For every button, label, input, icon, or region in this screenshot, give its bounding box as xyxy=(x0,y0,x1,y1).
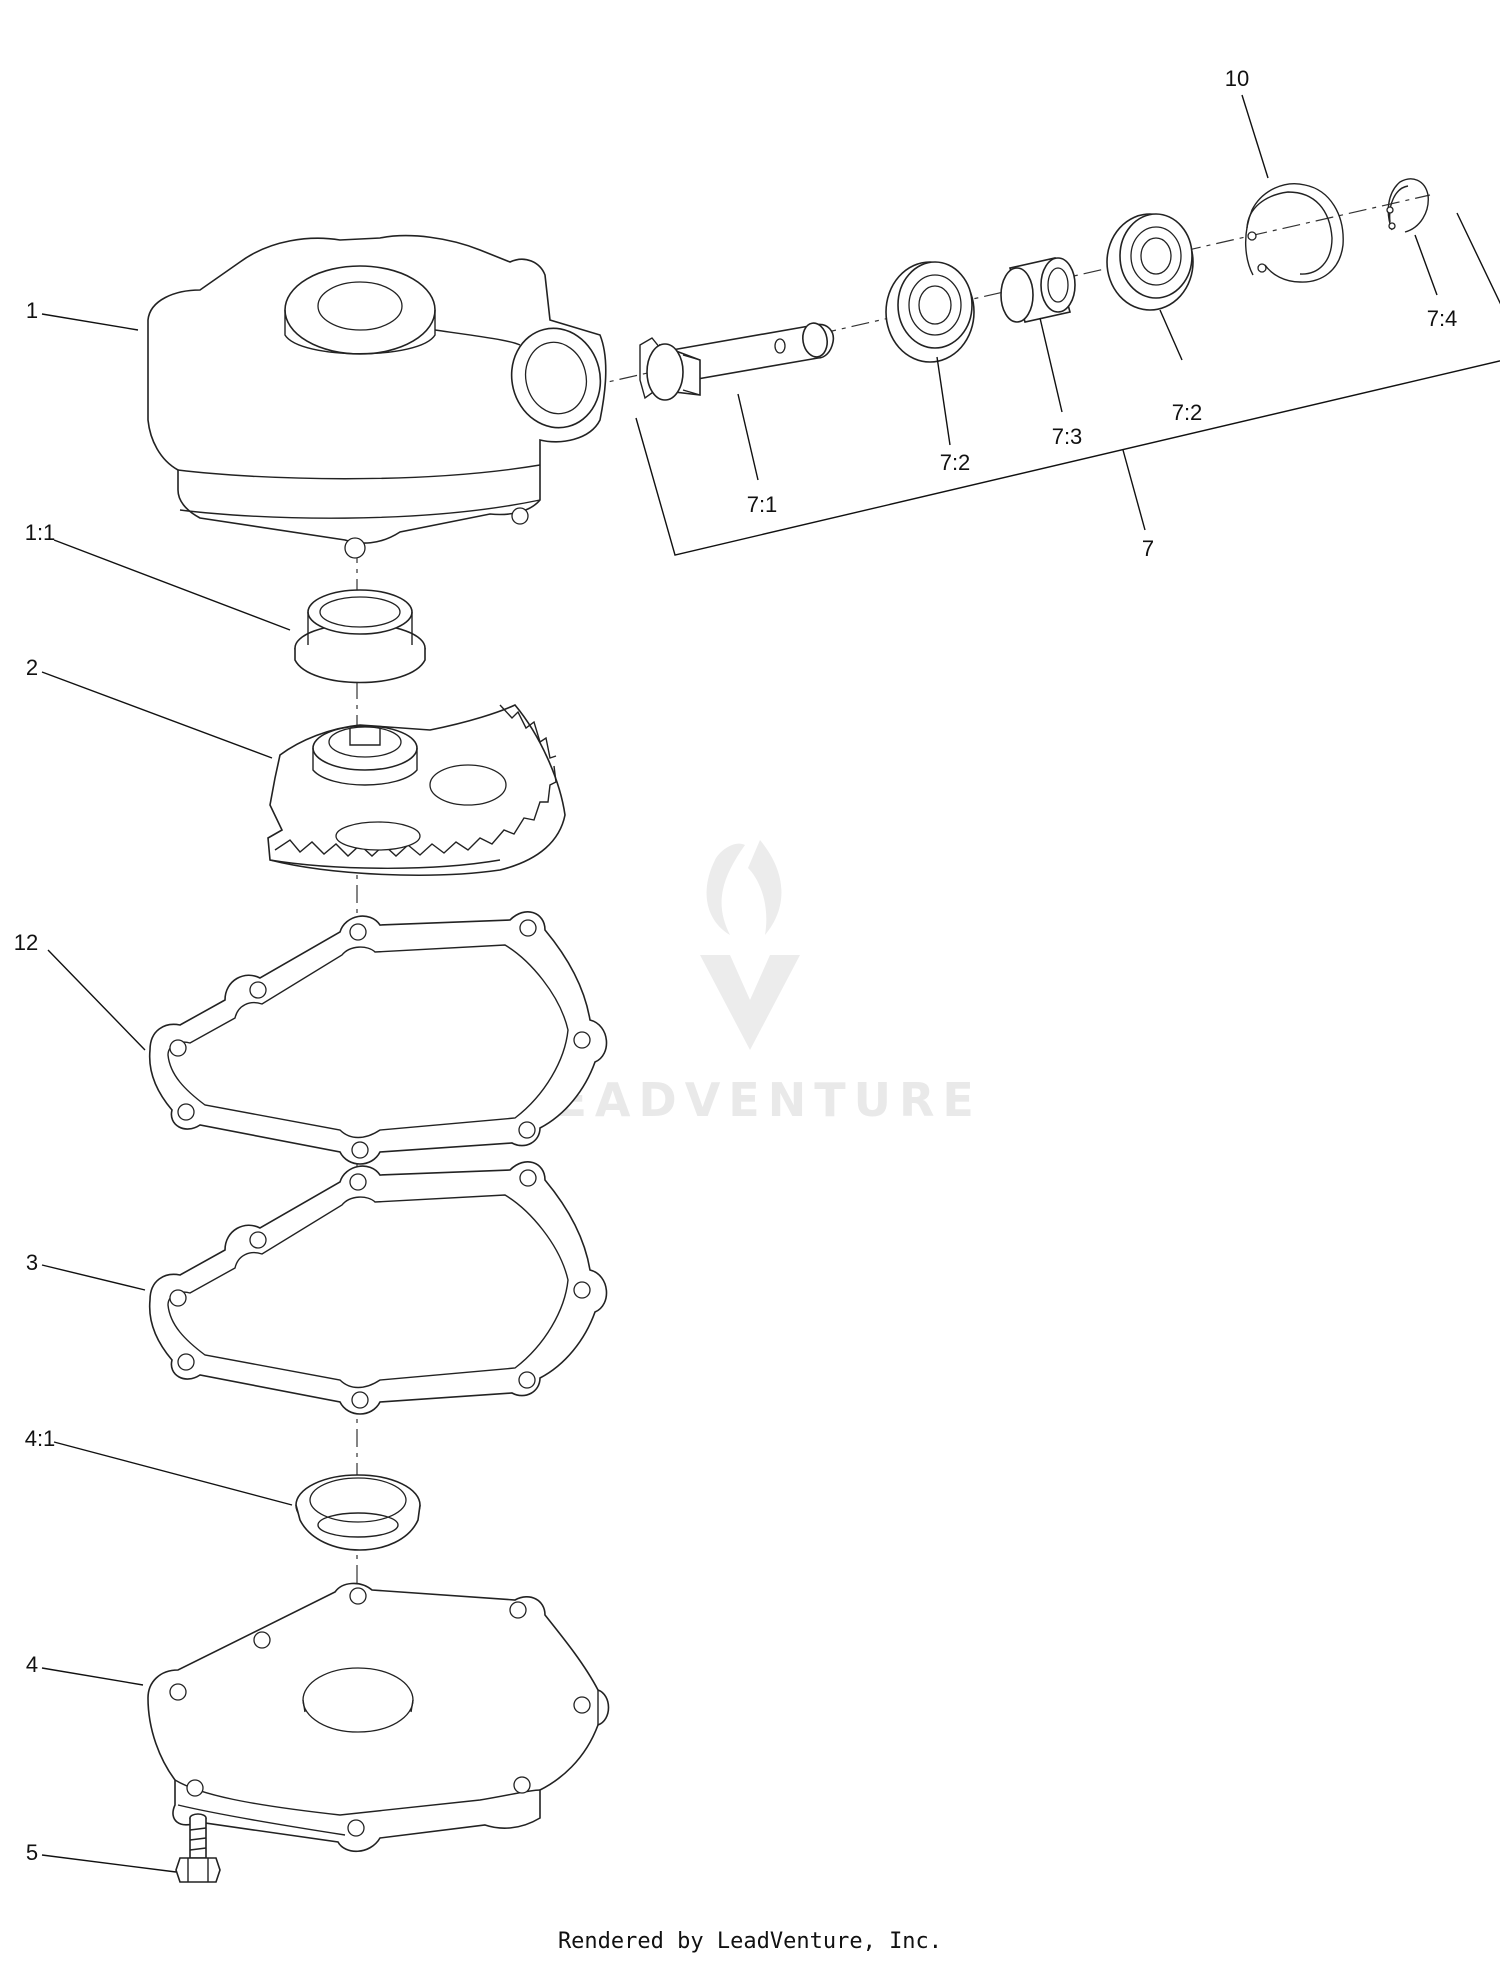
cover-plate xyxy=(147,1582,610,1853)
callout-1-1: 1:1 xyxy=(25,520,56,545)
internal-retaining-ring xyxy=(1244,183,1344,283)
callout-7-2b: 7:2 xyxy=(1172,400,1203,425)
callout-4: 4 xyxy=(26,1652,38,1677)
gasket-12 xyxy=(148,911,608,1165)
callout-7: 7 xyxy=(1142,536,1154,561)
shaft-center-axis xyxy=(519,194,1431,403)
callout-3: 3 xyxy=(26,1250,38,1275)
callout-7-3: 7:3 xyxy=(1052,424,1083,449)
bearing-a xyxy=(885,261,975,363)
callout-5: 5 xyxy=(26,1840,38,1865)
callout-2: 2 xyxy=(26,655,38,680)
spacer xyxy=(1000,257,1076,323)
callout-10: 10 xyxy=(1225,66,1249,91)
callout-7-2a: 7:2 xyxy=(940,450,971,475)
callout-labels: 1 1:1 2 12 3 4:1 4 5 7 7:1 7:2 7:3 7:2 7… xyxy=(14,66,1458,1865)
leader-lines xyxy=(41,94,1438,1873)
callout-1: 1 xyxy=(26,298,38,323)
footer-credit: Rendered by LeadVenture, Inc. xyxy=(558,1929,942,1954)
pinion-shaft xyxy=(639,322,835,401)
callout-7-1: 7:1 xyxy=(747,492,778,517)
callout-4-1: 4:1 xyxy=(25,1426,56,1451)
snap-ring xyxy=(1386,178,1429,233)
gasket-3 xyxy=(148,1161,608,1415)
lower-seal xyxy=(295,1474,421,1551)
upper-seal xyxy=(294,589,426,684)
assembly-7-bracket xyxy=(635,212,1500,556)
callout-12: 12 xyxy=(14,930,38,955)
watermark-text: LEADVENTURE xyxy=(518,1073,982,1127)
bevel-gear xyxy=(267,704,566,876)
gearbox-housing xyxy=(147,234,607,559)
bolt xyxy=(175,1813,221,1883)
callout-7-4: 7:4 xyxy=(1427,306,1458,331)
watermark: LEADVENTURE xyxy=(518,840,982,1127)
flame-v-logo-icon xyxy=(700,840,800,1050)
bearing-b xyxy=(1106,213,1194,311)
